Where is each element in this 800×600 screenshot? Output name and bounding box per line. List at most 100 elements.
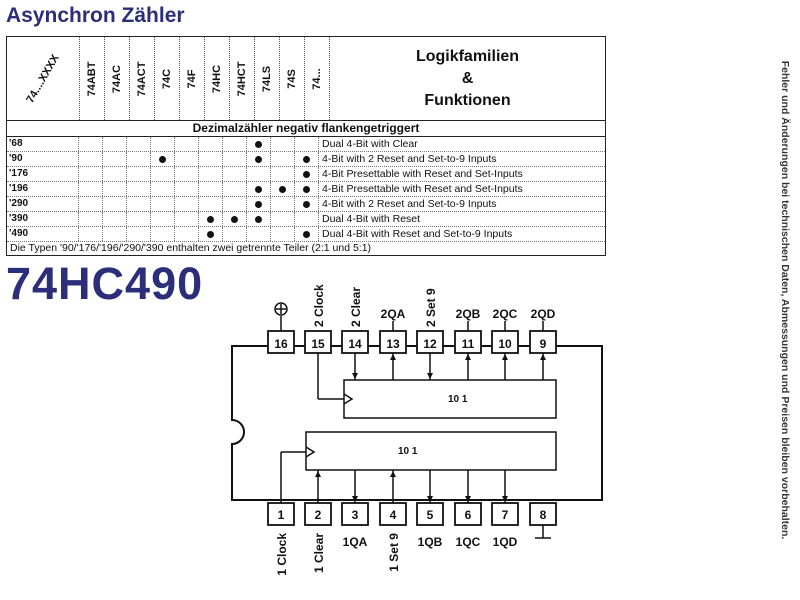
part-number-title: 74HC490: [6, 258, 204, 309]
row-function: 4-Bit Presettable with Reset and Set-Inp…: [322, 168, 523, 180]
output-arrow: [427, 496, 433, 502]
row-function: Dual 4-Bit with Reset: [322, 213, 421, 225]
family-cell: [151, 182, 175, 196]
family-header: 74HC: [205, 37, 230, 120]
family-cell: [175, 152, 199, 166]
pin-label: 1QD: [493, 535, 518, 549]
function-header: Logikfamilien & Funktionen: [415, 47, 520, 109]
pin-number: 10: [498, 337, 512, 351]
pin-box: [379, 502, 407, 526]
availability-dot: [255, 215, 262, 223]
family-cell: [79, 212, 103, 226]
family-cell: [175, 197, 199, 211]
pin-label: 2 Clear: [349, 287, 363, 327]
output-arrow: [352, 496, 358, 502]
pin-number: 7: [502, 508, 509, 522]
corner-label: 74....XXXX: [24, 52, 62, 105]
pin-label: 2QC: [493, 307, 518, 321]
family-cell: [295, 137, 319, 151]
family-cell: [175, 212, 199, 226]
family-cell: [223, 167, 247, 181]
pin-label: 2 Set 9: [424, 288, 438, 327]
row-type: '196: [7, 182, 79, 196]
family-cell: [223, 212, 247, 226]
availability-dot: [255, 185, 262, 193]
family-cell: [271, 227, 295, 241]
availability-dot: [303, 185, 310, 193]
family-cell: [151, 167, 175, 181]
pin-box: [304, 502, 332, 526]
family-cell: [223, 227, 247, 241]
family-cell: [127, 197, 151, 211]
family-cell: [151, 197, 175, 211]
pin-box: [304, 330, 332, 354]
family-cell: [223, 152, 247, 166]
family-cell: [103, 152, 127, 166]
family-cell: [271, 212, 295, 226]
pin-label: 1 Set 9: [387, 533, 401, 572]
pin-box: [529, 330, 557, 354]
family-cell: [271, 197, 295, 211]
pin-number: 12: [423, 337, 437, 351]
clock-marker: [305, 446, 316, 458]
input-arrow: [390, 471, 396, 477]
corner-header: 74....XXXX: [7, 37, 80, 120]
table-row: '90 4-Bit with 2 Reset and Set-to-9 Input…: [7, 152, 605, 167]
availability-dot: [207, 215, 214, 223]
pin-box: [491, 502, 519, 526]
family-cell: [79, 197, 103, 211]
logic-family-table: 74....XXXX 74ABT 74AC 74ACT 74C 74F 74HC…: [6, 36, 606, 256]
pin-number: 14: [348, 337, 362, 351]
family-header: 74AC: [105, 37, 130, 120]
family-cell: [103, 182, 127, 196]
availability-dot: [207, 230, 214, 238]
pin-box: [416, 502, 444, 526]
table-header: 74....XXXX 74ABT 74AC 74ACT 74C 74F 74HC…: [7, 37, 605, 121]
output-arrow: [502, 354, 508, 360]
pin-box: [454, 330, 482, 354]
family-cell: [247, 137, 271, 151]
disclaimer-text: Fehler und Änderungen bei technischen Da…: [779, 60, 791, 540]
family-cell: [127, 167, 151, 181]
family-header: 74ACT: [130, 37, 155, 120]
output-arrow: [390, 354, 396, 360]
family-cell: [247, 152, 271, 166]
availability-dot: [255, 155, 262, 163]
row-function: 4-Bit with 2 Reset and Set-to-9 Inputs: [322, 153, 497, 165]
family-cell: [295, 152, 319, 166]
lower-block-label: 10 1: [398, 446, 418, 457]
chip-body: [231, 345, 603, 501]
family-cell: [247, 167, 271, 181]
family-cell: [295, 167, 319, 181]
pin-number: 11: [462, 337, 475, 351]
row-type: '290: [7, 197, 79, 211]
family-header: 74LS: [255, 37, 280, 120]
pin-number: 13: [386, 337, 400, 351]
availability-dot: [159, 155, 166, 163]
family-cell: [103, 197, 127, 211]
family-cell: [79, 167, 103, 181]
family-cell: [127, 152, 151, 166]
family-cell: [199, 152, 223, 166]
row-type: '490: [7, 227, 79, 241]
family-cell: [271, 137, 295, 151]
availability-dot: [255, 200, 262, 208]
pin-number: 3: [352, 508, 359, 522]
row-type: '90: [7, 152, 79, 166]
availability-dot: [303, 155, 310, 163]
pin-label: 1 Clock: [275, 533, 289, 576]
family-cell: [79, 182, 103, 196]
family-cell: [175, 227, 199, 241]
family-cell: [223, 137, 247, 151]
pin-box: [379, 330, 407, 354]
pin-box: [341, 502, 369, 526]
family-cell: [127, 182, 151, 196]
pin-label: 1 Clear: [312, 533, 326, 573]
family-header: 74ABT: [80, 37, 105, 120]
pin-number: 5: [427, 508, 434, 522]
